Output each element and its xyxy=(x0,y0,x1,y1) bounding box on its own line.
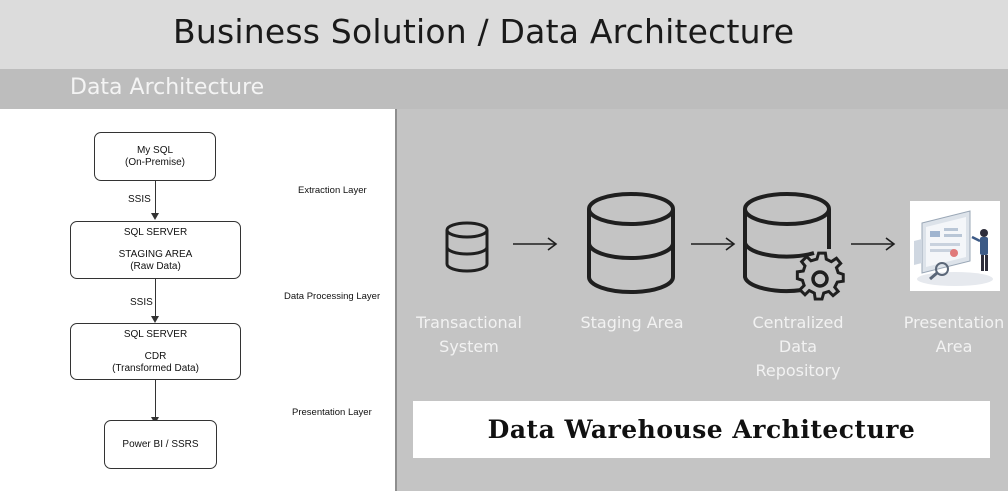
arrow-right-icon xyxy=(851,237,896,251)
flowchart-connector xyxy=(155,380,156,418)
database-icon xyxy=(445,221,489,273)
node-label: Power BI / SSRS xyxy=(122,438,199,450)
flowchart-connector xyxy=(155,279,156,317)
arrowhead-icon xyxy=(151,213,159,220)
stage-label-staging: Staging Area xyxy=(580,313,684,332)
stage-label-presentation: Presentation Area xyxy=(903,313,1005,356)
page-title: Business Solution / Data Architecture xyxy=(173,12,795,51)
arrow-right-icon xyxy=(513,237,558,251)
arrow-right-icon xyxy=(691,237,736,251)
node-sublabel: CDR xyxy=(144,350,167,362)
stage-label-transactional: Transactional System xyxy=(416,313,522,356)
node-label: SQL SERVER xyxy=(123,227,188,238)
node-detail: (Transformed Data) xyxy=(112,362,199,374)
flowchart-node-staging: SQL SERVER STAGING AREA (Raw Data) xyxy=(70,221,241,279)
node-sublabel: (On-Premise) xyxy=(124,156,185,168)
layer-label-presentation: Presentation Layer xyxy=(292,407,372,418)
flowchart-connector xyxy=(155,181,156,214)
flowchart-node-cdr: SQL SERVER CDR (Transformed Data) xyxy=(70,323,241,380)
stage-label-repository: Centralized Data Repository xyxy=(752,313,844,380)
node-detail: (Raw Data) xyxy=(130,261,181,272)
database-gear-icon xyxy=(743,192,845,301)
node-label: SQL SERVER xyxy=(123,328,188,340)
banner-title: Data Warehouse Architecture xyxy=(487,415,916,444)
architecture-banner: Data Warehouse Architecture xyxy=(413,401,990,458)
connector-label: SSIS xyxy=(128,194,151,205)
page-header: Business Solution / Data Architecture xyxy=(0,0,1008,69)
arrowhead-icon xyxy=(151,316,159,323)
node-sublabel: STAGING AREA xyxy=(118,249,193,260)
flowchart-node-mysql: My SQL (On-Premise) xyxy=(94,132,216,181)
dashboard-illustration-icon xyxy=(910,201,1000,291)
section-header: Data Architecture xyxy=(0,69,1008,109)
connector-label: SSIS xyxy=(130,297,153,308)
flowchart-node-powerbi: Power BI / SSRS xyxy=(104,420,217,469)
layer-label-extraction: Extraction Layer xyxy=(298,185,367,196)
section-title: Data Architecture xyxy=(70,75,265,100)
flowchart-panel: My SQL (On-Premise) SSIS SQL SERVER STAG… xyxy=(0,109,395,491)
panel-divider xyxy=(395,109,397,491)
layer-label-processing: Data Processing Layer xyxy=(284,291,381,302)
node-label: My SQL xyxy=(136,144,174,156)
database-icon xyxy=(587,192,675,294)
